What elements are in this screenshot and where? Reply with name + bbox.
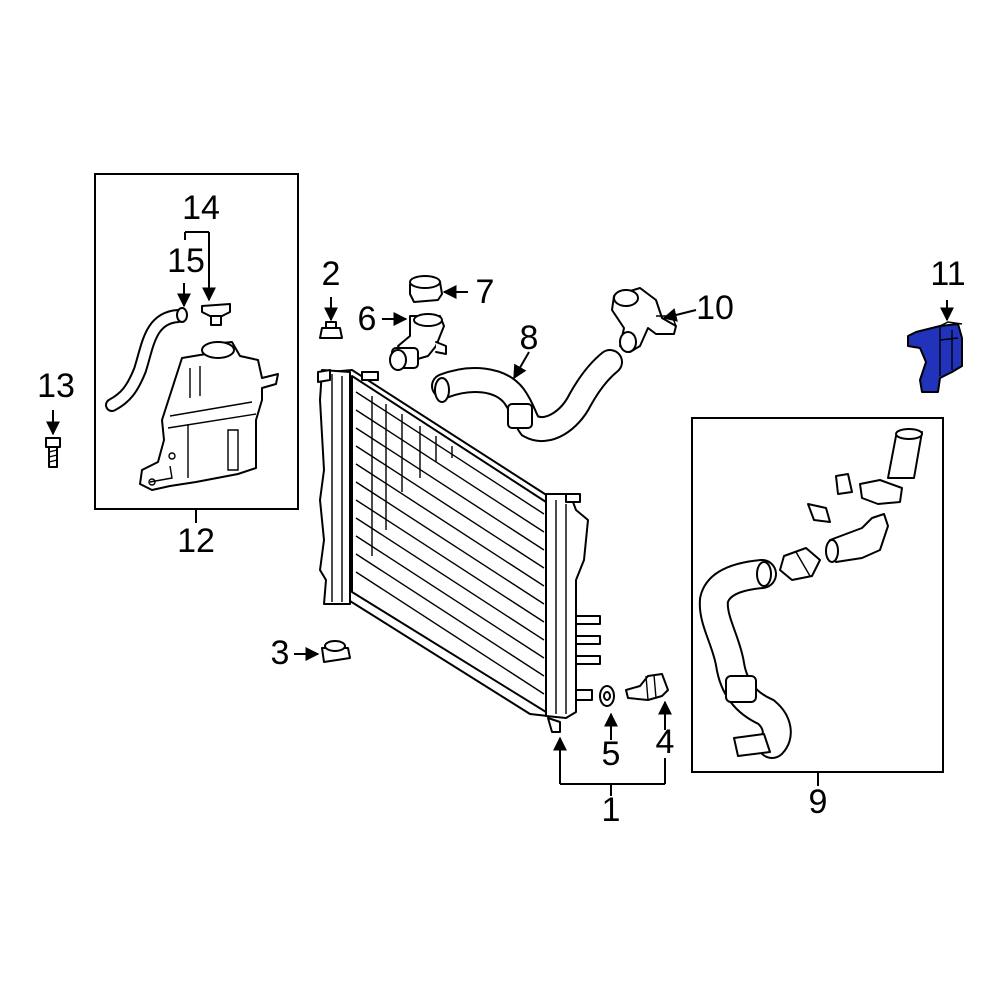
reservoir-hose xyxy=(105,307,188,412)
callout-4: 4 xyxy=(656,723,675,761)
part-3-mount xyxy=(294,640,351,663)
callout-3: 3 xyxy=(271,634,290,672)
bolt-13 xyxy=(45,410,61,468)
lower-hose-group-box xyxy=(691,417,944,786)
coolant-reservoir xyxy=(139,341,279,491)
callout-14-15-bracket xyxy=(177,231,216,308)
radiator xyxy=(317,369,601,733)
lower-hose-assembly xyxy=(698,428,923,759)
part-6-filler-neck xyxy=(382,312,447,371)
callout-labels: 1 2 3 4 5 6 7 8 9 10 11 12 13 14 15 xyxy=(37,189,966,829)
callout-7: 7 xyxy=(476,273,495,311)
part-5-washer xyxy=(599,685,618,740)
part-2-grommet xyxy=(319,297,343,339)
part-4-drain-plug xyxy=(625,673,672,730)
callout-13: 13 xyxy=(37,367,75,405)
callout-1: 1 xyxy=(602,791,621,829)
callout-10: 10 xyxy=(696,289,734,327)
callout-9: 9 xyxy=(809,783,828,821)
callout-2: 2 xyxy=(322,255,341,293)
reservoir-cap xyxy=(201,303,231,326)
callout-12: 12 xyxy=(177,522,215,560)
callout-6: 6 xyxy=(358,300,377,338)
callout-15: 15 xyxy=(167,242,205,280)
part-8-upper-hose xyxy=(431,349,623,442)
callout-1-bracket xyxy=(553,736,666,796)
callout-14: 14 xyxy=(182,189,220,227)
part-10-outlet xyxy=(611,287,697,353)
callout-8: 8 xyxy=(520,319,539,357)
reservoir-group-box xyxy=(94,173,299,523)
callout-5: 5 xyxy=(602,735,621,773)
callout-11: 11 xyxy=(930,255,965,293)
part-11-highlighted xyxy=(907,300,963,393)
part-7-cap xyxy=(409,275,468,303)
